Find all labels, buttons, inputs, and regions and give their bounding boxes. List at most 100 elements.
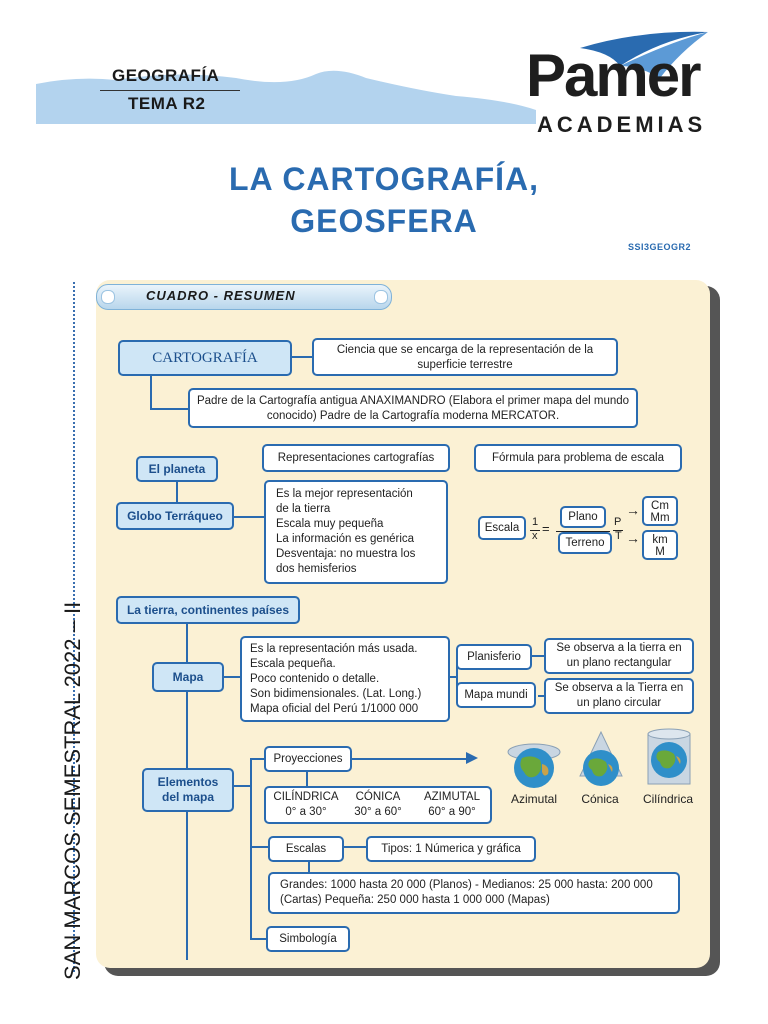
- banner-dot-left: [101, 290, 115, 304]
- connector: [308, 862, 310, 874]
- formula-escala-box: Escala: [478, 516, 526, 540]
- globe-label: Azimutal: [510, 792, 557, 806]
- simbologia-box: Simbología: [266, 926, 350, 952]
- projection-range: 60° a 90°: [428, 806, 476, 818]
- formula-title: Fórmula para problema de escala: [474, 444, 682, 472]
- formula-units-top: Cm Mm: [642, 496, 678, 526]
- mapa-line: Mapa oficial del Perú 1/1000 000: [250, 703, 419, 715]
- globo-line: dos hemisferios: [276, 563, 357, 575]
- planisferio-description: Se observa a la tierra en un plano recta…: [544, 638, 694, 674]
- formula-p: P: [614, 516, 622, 528]
- connector: [250, 758, 252, 940]
- projection-range: 0° a 30°: [285, 806, 327, 818]
- cartografia-fathers: Padre de la Cartografía antigua ANAXIMAN…: [188, 388, 638, 428]
- projection-name: CILÍNDRICA: [273, 791, 339, 803]
- projection-type: CILÍNDRICA 0° a 30°: [270, 790, 342, 820]
- formula-fraction-bar: [530, 530, 540, 531]
- connector: [176, 480, 178, 502]
- projection-type: AZIMUTAL 60° a 90°: [416, 790, 488, 820]
- connector: [306, 770, 308, 788]
- connector: [250, 938, 266, 940]
- connector: [232, 516, 266, 518]
- projection-range: 30° a 60°: [354, 806, 402, 818]
- formula-fraction-den: x: [532, 530, 538, 542]
- mapa-line: Es la representación más usada.: [250, 643, 418, 655]
- elementos-node: Elementos del mapa: [142, 768, 234, 812]
- subject-label: GEOGRAFÍA: [112, 66, 220, 85]
- brand-subtitle: ACADEMIAS: [537, 112, 707, 137]
- connector: [250, 846, 270, 848]
- globo-line: Escala muy pequeña: [276, 518, 384, 530]
- escalas-box: Escalas: [268, 836, 344, 862]
- formula-plano-box: Plano: [560, 506, 606, 528]
- mapa-line: Son bidimensionales. (Lat. Long.): [250, 688, 422, 700]
- summary-banner: [96, 284, 392, 310]
- conica-globe-icon: [579, 730, 623, 786]
- mapamundi-box: Mapa mundi: [456, 682, 536, 708]
- formula-t: T: [615, 530, 622, 542]
- header-mountain-graphic: [36, 70, 536, 124]
- cartografia-node: CARTOGRAFÍA: [118, 340, 292, 376]
- unit-label: Mm: [650, 512, 670, 524]
- page-title: LA CARTOGRAFÍA, GEOSFERA: [0, 158, 768, 242]
- connector: [350, 758, 470, 760]
- unit-label: km: [652, 534, 668, 546]
- formula-fraction-bar: [613, 530, 623, 531]
- projection-name: AZIMUTAL: [423, 791, 480, 803]
- formula-fraction-num: 1: [532, 516, 539, 528]
- brand-logo: Pamer: [526, 42, 701, 109]
- mapa-line: Poco contenido o detalle.: [250, 673, 380, 685]
- projection-name: CÓNICA: [355, 791, 401, 803]
- globo-line: Desventaja: no muestra los: [276, 548, 416, 560]
- connector: [342, 846, 368, 848]
- connector: [538, 695, 546, 697]
- mapa-description: Es la representación más usada. Escala p…: [240, 636, 450, 722]
- connector: [150, 374, 152, 410]
- globo-description: Es la mejor representación de la tierra …: [264, 480, 448, 584]
- formula-terreno-box: Terreno: [558, 532, 612, 554]
- header-divider: [100, 90, 240, 91]
- escalas-description: Grandes: 1000 hasta 20 000 (Planos) - Me…: [268, 872, 680, 914]
- formula-units-bottom: km M: [642, 530, 678, 560]
- planeta-node: El planeta: [136, 456, 218, 482]
- connector: [250, 758, 266, 760]
- projection-types-box: CILÍNDRICA 0° a 30° CÓNICA 30° a 60° AZI…: [264, 786, 492, 824]
- connector: [456, 655, 458, 695]
- arrow-icon: [466, 752, 478, 764]
- connector: [222, 676, 240, 678]
- azimutal-globe-icon: [507, 743, 561, 788]
- globo-node: Globo Terráqueo: [116, 502, 234, 530]
- connector: [448, 676, 458, 678]
- unit-label: Cm: [651, 500, 669, 512]
- page-title-line-1: LA CARTOGRAFÍA,: [228, 161, 540, 197]
- document-code: SSI3GEOGR2: [628, 242, 692, 252]
- unit-label: M: [655, 546, 665, 558]
- representaciones-box: Representaciones cartografías: [262, 444, 450, 472]
- elementos-line: Elementos: [157, 775, 219, 789]
- planisferio-box: Planisferio: [456, 644, 532, 670]
- cartografia-definition: Ciencia que se encarga de la representac…: [312, 338, 618, 376]
- summary-banner-text: CUADRO - RESUMEN: [146, 288, 296, 303]
- cilindrica-globe-icon: [647, 728, 691, 785]
- side-label: SAN MARCOS SEMESTRAL 2022 – II: [60, 601, 85, 980]
- arrow-icon: →: [626, 530, 640, 546]
- connector: [150, 408, 190, 410]
- globo-line: Es la mejor representación: [276, 488, 413, 500]
- globe-label: Cilíndrica: [642, 792, 693, 806]
- topic-label: TEMA R2: [128, 94, 206, 113]
- mapa-line: Escala pequeña.: [250, 658, 336, 670]
- globo-line: de la tierra: [276, 503, 331, 515]
- banner-dot-right: [374, 290, 388, 304]
- connector: [530, 655, 546, 657]
- page-title-line-2: GEOSFERA: [290, 203, 478, 239]
- tierra-node: La tierra, continentes países: [116, 596, 300, 624]
- connector: [290, 356, 314, 358]
- arrow-icon: →: [626, 502, 640, 518]
- formula-equals: =: [542, 521, 550, 536]
- logo-swoosh-icon: [580, 31, 708, 78]
- globe-label: Cónica: [581, 792, 619, 806]
- elementos-line: del mapa: [161, 790, 215, 804]
- side-dotted-rule: [73, 282, 75, 972]
- projection-type: CÓNICA 30° a 60°: [346, 790, 410, 820]
- tipos-box: Tipos: 1 Númerica y gráfica: [366, 836, 536, 862]
